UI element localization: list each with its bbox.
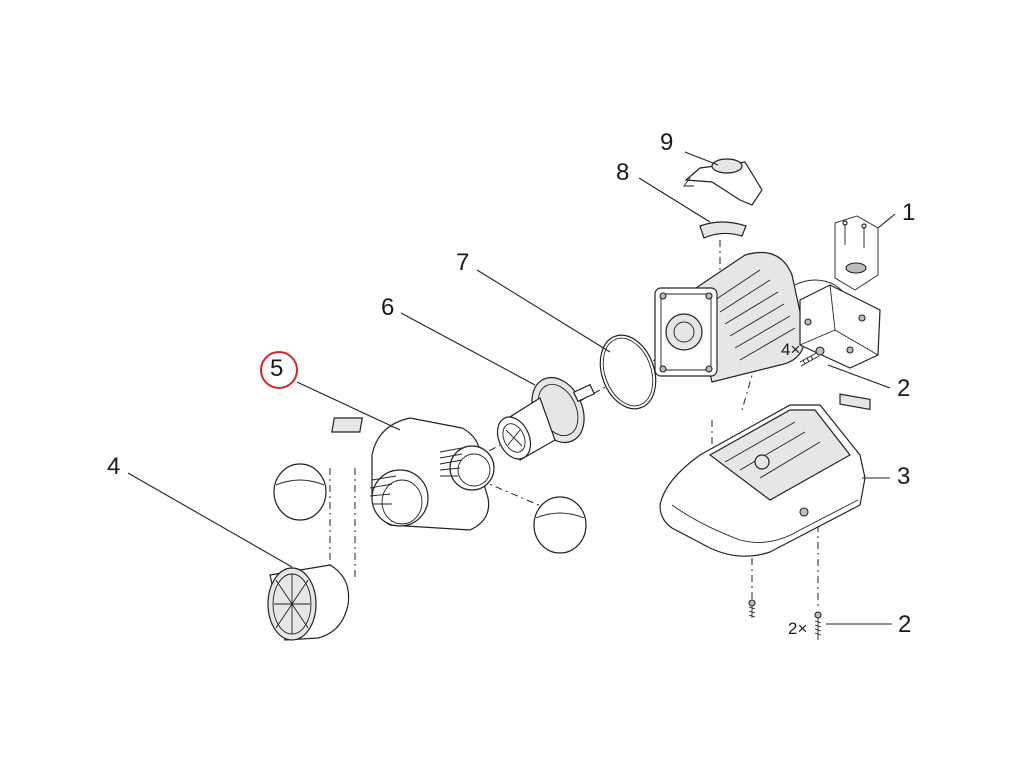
callout-1: 1 [902, 199, 915, 226]
callout-5: 5 [270, 355, 283, 382]
motor-housing [654, 251, 881, 383]
part-9-cover-clip [683, 158, 763, 206]
callout-3: 3 [897, 463, 910, 490]
callout-2-base: 2 [898, 611, 911, 638]
part-4-strainer [267, 564, 350, 641]
leader-lines [127, 151, 896, 625]
part-2-base-screws [748, 599, 822, 640]
part-5-pump-housing [331, 417, 495, 531]
callout-2-motor: 2 [897, 375, 910, 402]
quantity-2x: 2× [788, 619, 807, 638]
highlight-circle [260, 351, 298, 389]
cap-left [273, 463, 327, 521]
callout-4: 4 [107, 453, 120, 480]
part-2-motor-screw [799, 346, 825, 367]
quantity-4x: 4× [781, 340, 800, 359]
callout-9: 9 [660, 129, 673, 156]
part-6-impeller [496, 376, 596, 461]
callout-labels: 9 8 1 7 6 5 4 2 3 2 4× 2× [107, 129, 915, 638]
part-7-o-ring [599, 334, 657, 410]
callout-8: 8 [616, 159, 629, 186]
callout-7: 7 [456, 249, 469, 276]
part-3-base [659, 404, 866, 557]
part-8-seal-plate [699, 221, 747, 239]
callout-6: 6 [381, 294, 394, 321]
cap-right [533, 496, 587, 554]
part-1-cable-clamp [834, 215, 879, 411]
